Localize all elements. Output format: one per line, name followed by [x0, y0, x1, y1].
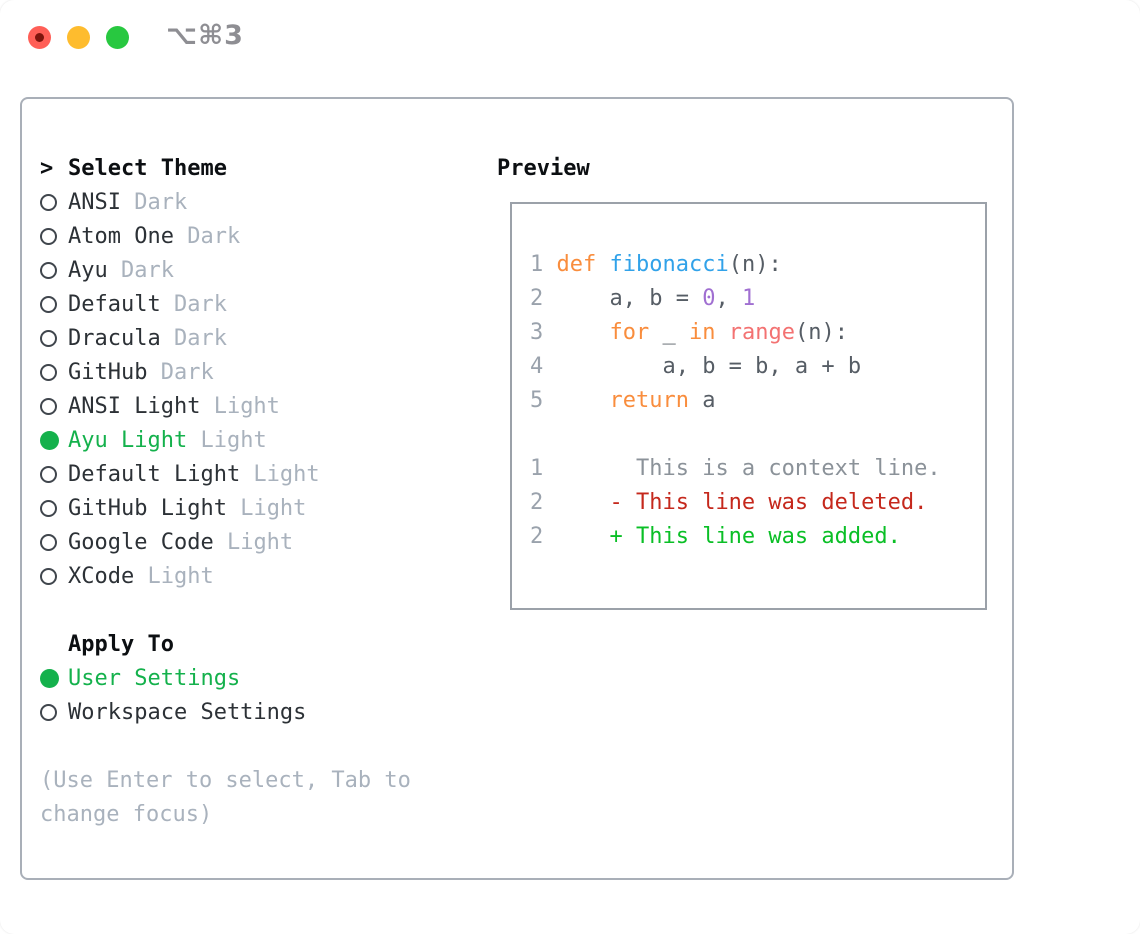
theme-variant: Light — [187, 427, 267, 453]
theme-name: Ayu Light — [68, 427, 188, 453]
preview-box: 1 def fibonacci(n): 2 a, b = 0, 1 3 for _ … — [510, 202, 987, 610]
hint-line-2: change focus) — [40, 801, 213, 827]
theme-option[interactable]: XCode Light — [40, 559, 411, 593]
theme-name: Ayu — [68, 257, 108, 283]
select-theme-title: Select Theme — [68, 155, 227, 181]
radio-icon — [40, 397, 57, 415]
code-line: 2 - This line was deleted. — [530, 490, 928, 515]
apply-to-header: Apply To — [40, 627, 411, 661]
titlebar: ⌥⌘3 — [0, 0, 1140, 97]
theme-name: Default — [68, 291, 161, 317]
code-line: 2 a, b = 0, 1 — [530, 286, 756, 311]
code-line: 5 return a — [530, 388, 716, 413]
theme-picker-panel: > Select Theme ANSI Dark Atom One Dark A… — [20, 97, 1014, 880]
select-theme-header: > Select Theme — [40, 151, 411, 185]
theme-name: ANSI Light — [68, 393, 201, 419]
theme-variant: Dark — [107, 257, 174, 283]
prompt-caret-icon: > — [40, 155, 54, 181]
radio-icon — [40, 567, 57, 585]
code-line: 1 def fibonacci(n): — [530, 252, 782, 277]
code-line — [530, 418, 985, 452]
radio-selected-icon — [40, 668, 59, 688]
theme-variant: Light — [200, 393, 280, 419]
apply-to-option[interactable]: User Settings — [40, 661, 411, 695]
radio-icon — [40, 533, 57, 551]
radio-icon — [40, 465, 57, 483]
theme-name: GitHub — [68, 359, 148, 385]
keyboard-shortcut-label: ⌥⌘3 — [166, 20, 244, 51]
apply-to-option-label: User Settings — [68, 665, 241, 691]
theme-option[interactable]: Default Light Light — [40, 457, 411, 491]
theme-option[interactable]: Atom One Dark — [40, 219, 411, 253]
theme-variant: Dark — [160, 325, 227, 351]
spacer — [40, 593, 411, 627]
apply-to-option[interactable]: Workspace Settings — [40, 695, 411, 729]
radio-icon — [40, 499, 57, 517]
hint-text: (Use Enter to select, Tab to change focu… — [40, 763, 411, 831]
theme-option[interactable]: Google Code Light — [40, 525, 411, 559]
minimize-button[interactable] — [67, 26, 90, 49]
preview-title: Preview — [497, 155, 590, 181]
theme-name: Atom One — [68, 223, 174, 249]
spacer — [40, 729, 411, 763]
radio-icon — [40, 193, 57, 211]
theme-option[interactable]: ANSI Light Light — [40, 389, 411, 423]
theme-name: XCode — [68, 563, 135, 589]
theme-option[interactable]: GitHub Light Light — [40, 491, 411, 525]
code-line: 4 a, b = b, a + b — [530, 354, 862, 379]
theme-option[interactable]: GitHub Dark — [40, 355, 411, 389]
radio-icon — [40, 329, 57, 347]
radio-icon — [40, 703, 57, 721]
theme-variant: Dark — [147, 359, 214, 385]
zoom-button[interactable] — [106, 26, 129, 49]
theme-list: ANSI Dark Atom One Dark Ayu Dark Default… — [40, 185, 411, 593]
close-button[interactable] — [28, 26, 51, 49]
apply-to-option-label: Workspace Settings — [68, 699, 307, 725]
theme-name: Dracula — [68, 325, 161, 351]
theme-variant: Light — [226, 495, 307, 521]
theme-variant: Dark — [120, 189, 188, 215]
theme-name: ANSI — [68, 189, 121, 215]
theme-option[interactable]: Ayu Dark — [40, 253, 411, 287]
theme-option[interactable]: Default Dark — [40, 287, 411, 321]
theme-variant: Dark — [160, 291, 227, 317]
theme-option[interactable]: Ayu Light Light — [40, 423, 411, 457]
theme-option[interactable]: Dracula Dark — [40, 321, 411, 355]
apply-to-title: Apply To — [68, 631, 174, 657]
selector-section: > Select Theme ANSI Dark Atom One Dark A… — [40, 151, 411, 831]
code-line: 2 + This line was added. — [530, 524, 901, 549]
theme-variant: Light — [240, 461, 320, 487]
radio-icon — [40, 261, 57, 279]
apply-to-list: User Settings Workspace Settings — [40, 661, 411, 729]
theme-name: Default Light — [68, 461, 241, 487]
hint-line-1: (Use Enter to select, Tab to — [40, 767, 411, 793]
theme-variant: Light — [134, 563, 214, 589]
radio-icon — [40, 227, 57, 245]
theme-variant: Dark — [173, 223, 241, 249]
radio-selected-icon — [40, 430, 59, 450]
theme-name: Google Code — [68, 529, 214, 555]
code-line: 1 This is a context line. — [530, 456, 941, 481]
code-line: 3 for _ in range(n): — [530, 320, 848, 345]
theme-option[interactable]: ANSI Dark — [40, 185, 411, 219]
radio-icon — [40, 363, 57, 381]
radio-icon — [40, 295, 57, 313]
theme-name: GitHub Light — [68, 495, 227, 521]
theme-variant: Light — [213, 529, 294, 555]
